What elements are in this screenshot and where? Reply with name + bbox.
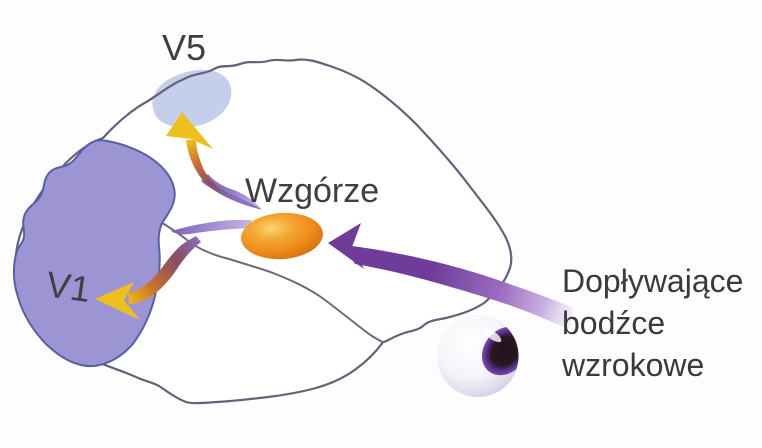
v5-label: V5 xyxy=(162,27,206,68)
arrow-thalamus-to-v1 xyxy=(95,220,252,320)
eye-highlight xyxy=(482,327,502,343)
incoming-stimuli-arrow xyxy=(328,223,574,330)
arrowhead-v1 xyxy=(95,282,140,320)
caption-line-2: bodźce xyxy=(562,305,665,341)
arrow-tail-v1 xyxy=(171,220,252,235)
caption-line-1: Dopływające xyxy=(562,263,743,299)
thalamus-shape xyxy=(241,212,323,260)
arrow-band-v5 xyxy=(186,140,262,210)
v1-region xyxy=(12,139,176,368)
v1-label: V1 xyxy=(44,263,93,310)
arrowhead-v5 xyxy=(166,112,213,149)
arrow-tail-v5 xyxy=(201,174,262,210)
arrow-band-v1 xyxy=(128,236,201,304)
incoming-stimuli-arrowhead xyxy=(328,223,364,269)
incoming-stimuli-band xyxy=(351,246,574,330)
arrow-thalamus-to-v5 xyxy=(166,112,262,210)
brain-outline-over-v5 xyxy=(147,62,241,102)
brain-fissure-line xyxy=(158,220,384,343)
eye-icon xyxy=(437,315,519,397)
caption: Dopływające bodźce wzrokowe xyxy=(561,263,743,383)
thalamus-label: Wzgórze xyxy=(245,172,379,210)
caption-line-3: wzrokowe xyxy=(561,347,704,383)
